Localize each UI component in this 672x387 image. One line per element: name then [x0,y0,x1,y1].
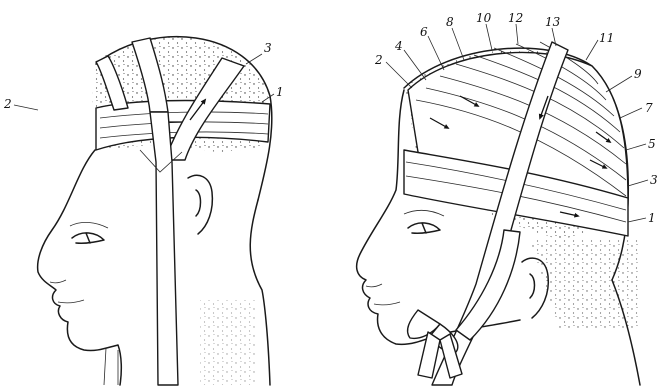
right-label-11: 11 [599,31,614,45]
left-nostril [50,280,66,283]
right-eye [408,223,440,233]
left-neck-front [104,348,118,385]
right-label-8: 8 [446,15,454,29]
right-label-12: 12 [508,11,523,25]
left-eyebrow [70,222,108,228]
left-label-2: 2 [3,97,12,111]
right-label-5: 5 [648,137,656,151]
right-label-4: 4 [394,39,403,53]
right-label-7: 7 [645,101,653,115]
right-label-10: 10 [476,11,492,25]
right-chin-tie-knot [408,310,462,378]
right-label-1: 1 [648,211,656,225]
right-label-2: 2 [374,53,383,67]
right-nostril [366,284,382,287]
right-label-9: 9 [634,67,642,81]
left-face-profile [38,150,122,385]
left-label-1: 1 [276,85,284,99]
right-label-6: 6 [420,25,428,39]
right-label-3: 3 [650,173,658,187]
right-neck-stipple [530,240,640,330]
right-mouth [374,302,400,305]
left-ear [188,175,212,234]
right-head-figure: 2 4 6 8 10 12 13 11 9 7 5 3 1 [357,11,658,385]
left-neck-stipple [200,300,255,385]
right-label-13: 13 [545,15,561,29]
left-mouth [58,300,84,303]
left-label-3: 3 [264,41,272,55]
left-head-figure: 2 3 1 [3,37,284,385]
right-eyebrow [404,210,444,216]
left-eye [72,233,104,243]
